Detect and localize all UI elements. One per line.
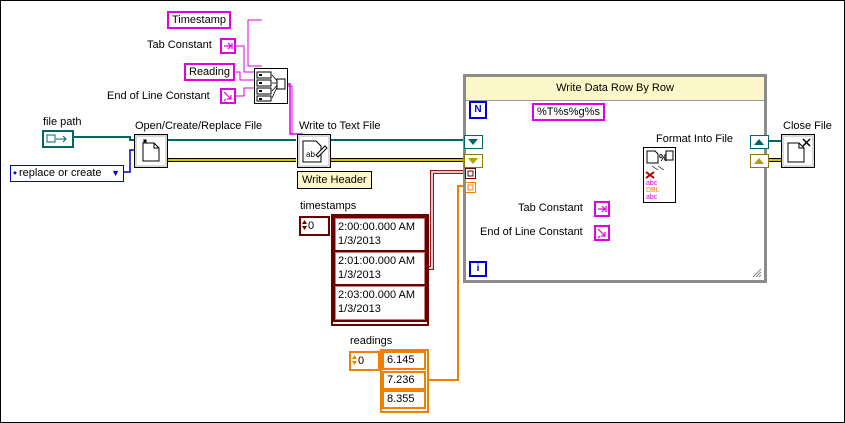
timestamps-indexing-tunnel[interactable] — [465, 168, 476, 179]
end-of-line-icon[interactable] — [594, 225, 610, 241]
timestamp-string-constant[interactable]: Timestamp — [167, 11, 231, 29]
reading-string-text: Reading — [189, 66, 230, 78]
open-file-label: Open/Create/Replace File — [135, 120, 263, 132]
timestamp-time: 2:01:00.000 AM — [338, 255, 416, 267]
format-string-constant[interactable]: %T%s%g%s — [532, 103, 605, 121]
timestamp-date: 1/3/2013 — [338, 303, 381, 315]
file-path-label: file path — [43, 116, 82, 128]
timestamp-date: 1/3/2013 — [338, 235, 381, 247]
indexing-tunnel-icon — [467, 184, 474, 191]
svg-text:abc: abc — [646, 180, 658, 187]
timestamp-date: 1/3/2013 — [338, 269, 381, 281]
index-spinner-icon[interactable] — [351, 353, 358, 367]
for-loop-structure[interactable]: Write Data Row By Row N i — [463, 74, 767, 283]
tab-constant-label-loop: Tab Constant — [518, 202, 583, 214]
format-into-file-label: Format Into File — [656, 133, 734, 145]
refnum-shift-register-left[interactable] — [464, 135, 483, 149]
svg-text:ab: ab — [306, 150, 315, 159]
svg-text:%: % — [659, 153, 668, 164]
close-file-icon — [787, 138, 811, 163]
format-into-file-icon: % abc DBL abc — [645, 150, 674, 201]
mode-value: replace or create — [18, 167, 102, 179]
indexing-tunnel-icon — [467, 170, 474, 177]
readings-index-value: 0 — [358, 355, 365, 367]
loop-resize-grip-icon[interactable] — [752, 268, 762, 278]
write-header-label: Write Header — [297, 171, 372, 189]
loop-iteration-terminal: i — [469, 261, 487, 277]
format-into-file-node[interactable]: % abc DBL abc — [643, 147, 676, 203]
mode-enum-constant[interactable]: ⬩replace or create ▼ — [10, 165, 124, 182]
open-file-node[interactable] — [134, 134, 168, 168]
write-text-file-node[interactable]: ab — [297, 134, 331, 168]
concatenate-strings-node[interactable] — [254, 68, 288, 104]
tab-constant-icon[interactable] — [594, 201, 610, 217]
loop-count-terminal[interactable]: N — [469, 101, 487, 119]
triangle-up-icon — [754, 158, 764, 164]
close-file-label: Close File — [783, 120, 832, 132]
tab-constant-label-top: Tab Constant — [147, 39, 212, 51]
timestamp-string-text: Timestamp — [172, 14, 226, 26]
file-path-terminal[interactable] — [42, 130, 74, 148]
error-shift-register-right[interactable] — [750, 154, 769, 168]
readings-index-display[interactable]: 0 — [349, 351, 380, 371]
svg-text:abc: abc — [646, 194, 658, 201]
close-file-node[interactable] — [781, 134, 815, 168]
reading-element[interactable]: 6.145 — [382, 351, 426, 370]
eol-constant-label-top: End of Line Constant — [107, 90, 210, 102]
reading-element[interactable]: 8.355 — [382, 390, 426, 409]
write-header-text: Write Header — [302, 174, 367, 186]
eol-constant-label-loop: End of Line Constant — [480, 226, 583, 238]
enum-spin-icon: ⬩ — [13, 167, 17, 179]
timestamp-element[interactable]: 2:01:00.000 AM 1/3/2013 — [333, 250, 427, 288]
index-spinner-icon[interactable] — [301, 218, 308, 232]
timestamps-label: timestamps — [300, 200, 357, 212]
open-file-icon — [142, 139, 160, 162]
timestamp-element[interactable]: 2:03:00.000 AM 1/3/2013 — [333, 284, 427, 322]
reading-string-constant[interactable]: Reading — [184, 63, 235, 81]
timestamps-index-display[interactable]: 0 — [299, 216, 330, 236]
concatenate-icon — [256, 71, 286, 102]
write-text-label: Write to Text File — [299, 120, 381, 132]
timestamp-element[interactable]: 2:00:00.000 AM 1/3/2013 — [333, 216, 427, 254]
tab-constant-icon[interactable] — [220, 38, 236, 54]
timestamp-time: 2:03:00.000 AM — [338, 289, 416, 301]
timestamp-time: 2:00:00.000 AM — [338, 221, 416, 233]
loop-title: Write Data Row By Row — [466, 77, 764, 101]
triangle-down-icon — [468, 139, 478, 145]
format-string-text: %T%s%g%s — [537, 106, 600, 118]
timestamps-index-value: 0 — [308, 220, 315, 232]
chevron-down-icon: ▼ — [111, 168, 120, 178]
triangle-down-icon — [468, 158, 478, 164]
path-icon — [46, 134, 67, 143]
mode-wire — [124, 149, 136, 173]
write-file-icon: ab — [302, 140, 328, 163]
svg-text:DBL: DBL — [646, 187, 660, 194]
readings-label: readings — [350, 335, 393, 347]
error-shift-register-left[interactable] — [464, 154, 483, 168]
end-of-line-icon[interactable] — [220, 88, 236, 104]
refnum-shift-register-right[interactable] — [750, 135, 769, 149]
readings-indexing-tunnel[interactable] — [465, 182, 476, 193]
triangle-up-icon — [754, 139, 764, 145]
reading-element[interactable]: 7.236 — [382, 371, 426, 390]
file-path-wire — [72, 136, 136, 141]
